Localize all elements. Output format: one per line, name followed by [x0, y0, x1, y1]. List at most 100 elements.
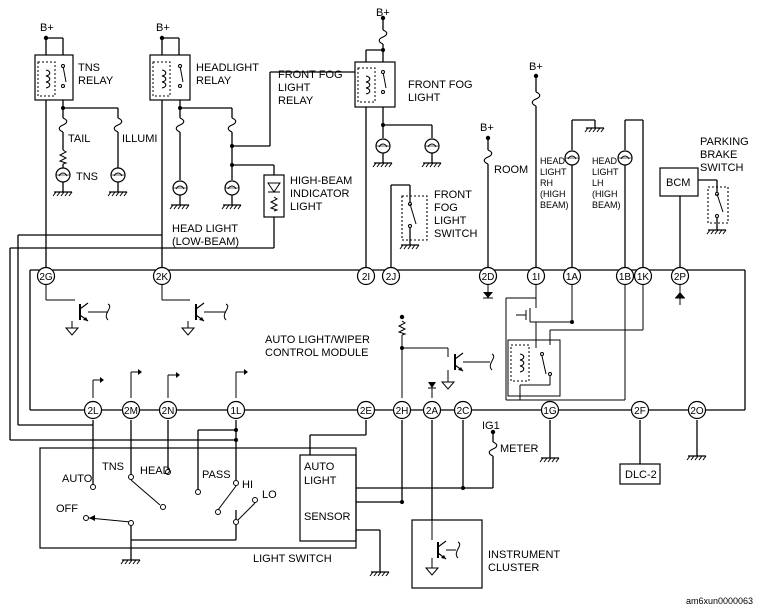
connector-2F: 2F: [630, 400, 650, 420]
svg-text:1K: 1K: [637, 272, 650, 283]
head-light-lh-label: (HIGH: [592, 189, 618, 199]
meter-label: METER: [500, 443, 539, 455]
connector-2G: 2G: [36, 266, 56, 286]
head-light-rh-high: [531, 73, 605, 270]
svg-text:2C: 2C: [457, 406, 470, 417]
tns-relay-label: TNS: [78, 62, 100, 74]
svg-text:2D: 2D: [482, 272, 495, 283]
front-fog-relay-label: FRONT FOG: [278, 69, 343, 81]
connector-2A: 2A: [422, 400, 442, 420]
head-light-rh-label: BEAM): [540, 200, 569, 210]
tns-relay-label: RELAY: [78, 75, 114, 87]
bplus-label: B+: [156, 22, 170, 34]
head-light-lh-label: LIGHT: [592, 167, 619, 177]
head-light-lh-label: LH: [592, 178, 604, 188]
lo-position-label: LO: [262, 489, 277, 501]
connector-2L: 2L: [83, 400, 103, 420]
bcm: [659, 167, 699, 270]
head-light-low-label: (LOW-BEAM): [172, 236, 239, 248]
connector-2N: 2N: [158, 400, 178, 420]
head-light-lh-label: HEAD: [592, 156, 618, 166]
headlight-relay-label: HEADLIGHT: [196, 62, 259, 74]
svg-text:1A: 1A: [566, 272, 579, 283]
instrument-cluster: [411, 519, 483, 589]
dlc2: [619, 463, 661, 485]
svg-text:2P: 2P: [674, 272, 687, 283]
svg-text:2N: 2N: [162, 406, 175, 417]
svg-text:2H: 2H: [396, 406, 409, 417]
svg-text:1B: 1B: [619, 272, 632, 283]
high-beam-indicator-label: INDICATOR: [290, 188, 350, 200]
instrument-cluster-label: CLUSTER: [488, 562, 539, 574]
parking-brake-label: SWITCH: [700, 162, 743, 174]
connector-1G: 1G: [540, 400, 560, 420]
svg-text:2L: 2L: [87, 406, 99, 417]
svg-text:2I: 2I: [362, 272, 370, 283]
front-fog-light-label: FRONT FOG: [408, 79, 473, 91]
front-fog-relay-label: LIGHT: [278, 82, 311, 94]
light-switch: [39, 447, 357, 565]
head-light-rh-label: (HIGH: [540, 189, 566, 199]
front-fog-switch-label: FRONT: [434, 189, 472, 201]
svg-text:2O: 2O: [690, 406, 704, 417]
pass-position-label: PASS: [202, 469, 231, 481]
svg-text:2K: 2K: [156, 272, 169, 283]
svg-text:1G: 1G: [543, 406, 557, 417]
connector-1A: 1A: [562, 266, 582, 286]
front-fog-light-label: LIGHT: [408, 92, 441, 104]
parking-brake-label: BRAKE: [700, 149, 737, 161]
bplus-label: B+: [529, 61, 543, 73]
svg-text:2G: 2G: [39, 272, 53, 283]
svg-text:2A: 2A: [426, 406, 439, 417]
connector-2K: 2K: [152, 266, 172, 286]
auto-light-module-label: CONTROL MODULE: [265, 347, 369, 359]
head-light-rh-label: HEAD: [540, 156, 566, 166]
front-fog-switch-label: FOG: [434, 202, 458, 214]
head-light-lh-label: BEAM): [592, 200, 621, 210]
room-circuit: [483, 135, 493, 270]
tns-relay: [34, 35, 128, 270]
parking-brake-label: PARKING: [700, 136, 749, 148]
room-label: ROOM: [494, 164, 528, 176]
high-beam-indicator-light: [10, 174, 285, 249]
ig1-label: IG1: [482, 420, 500, 432]
head-light-lh-high: [617, 119, 644, 270]
connector-1B: 1B: [615, 266, 635, 286]
dlc2-label: DLC-2: [625, 469, 657, 481]
off-position-label: OFF: [56, 503, 78, 515]
head-position-label: HEAD: [140, 465, 171, 477]
auto-light-sensor-label: LIGHT: [304, 475, 337, 487]
tns-position-label: TNS: [102, 461, 124, 473]
light-switch-label: LIGHT SWITCH: [253, 553, 332, 565]
bplus-label: B+: [480, 122, 494, 134]
front-fog-light-relay: [354, 15, 442, 270]
svg-text:1L: 1L: [230, 406, 242, 417]
hi-position-label: HI: [242, 479, 253, 491]
connector-2H: 2H: [392, 400, 412, 420]
head-light-rh-label: LIGHT: [540, 167, 567, 177]
connector-2C: 2C: [453, 400, 473, 420]
tns-bulb-label: TNS: [76, 171, 98, 183]
headlight-relay: [149, 35, 355, 270]
connector-2D: 2D: [478, 266, 498, 286]
front-fog-light-switch: [390, 184, 428, 270]
connector-2P: 2P: [670, 266, 690, 286]
svg-text:2E: 2E: [360, 406, 373, 417]
figure-code: am6xun0000063: [686, 596, 753, 606]
connector-2J: 2J: [381, 266, 401, 286]
bottom-wiring: [9, 234, 707, 577]
auto-light-sensor-label: AUTO: [304, 461, 335, 473]
auto-light-module-box: [29, 269, 746, 411]
bplus-label: B+: [376, 7, 390, 19]
high-beam-indicator-label: LIGHT: [290, 201, 323, 213]
illumi-label: ILLUMI: [122, 133, 157, 145]
connector-2O: 2O: [687, 400, 707, 420]
front-fog-switch-label: SWITCH: [434, 228, 477, 240]
connector-2M: 2M: [121, 400, 141, 420]
auto-position-label: AUTO: [62, 473, 93, 485]
auto-light-sensor: [299, 454, 357, 542]
head-light-rh-label: RH: [540, 178, 553, 188]
front-fog-relay-label: RELAY: [278, 95, 314, 107]
instrument-cluster-label: INSTRUMENT: [488, 549, 560, 561]
